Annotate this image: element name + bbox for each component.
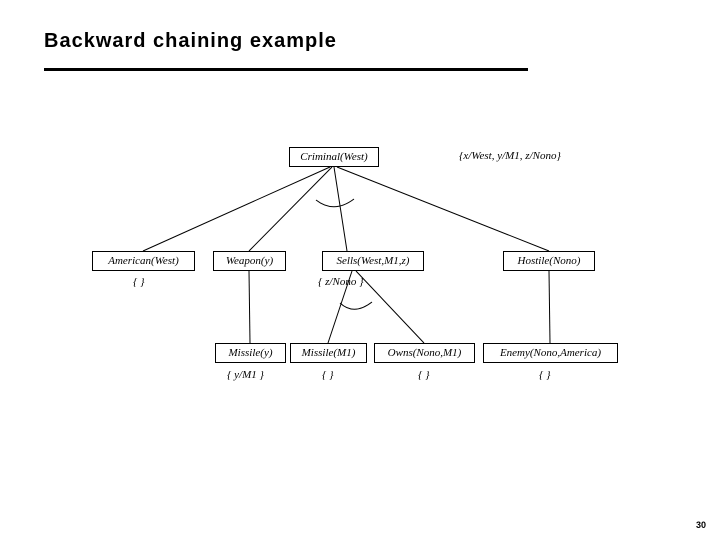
- binding-label-missile-m1-bind: { }: [322, 369, 334, 381]
- binding-label-owns-bind: { }: [418, 369, 430, 381]
- tree-edge-sells-to-owns: [355, 270, 425, 344]
- tree-node-label: Missile(M1): [301, 347, 356, 359]
- tree-node-label: Weapon(y): [225, 255, 274, 267]
- tree-node-sells: Sells(West,M1,z): [322, 251, 424, 271]
- tree-node-label: Enemy(Nono,America): [499, 347, 602, 359]
- tree-edge-hostile-to-enemy: [548, 270, 551, 344]
- tree-node-label: Owns(Nono,M1): [387, 347, 462, 359]
- tree-node-label: Sells(West,M1,z): [336, 255, 410, 267]
- tree-node-label: Hostile(Nono): [517, 255, 581, 267]
- criminal-arc: [315, 198, 355, 208]
- sells-arc: [339, 301, 373, 310]
- binding-label-root-binding: {x/West, y/M1, z/Nono}: [459, 150, 561, 162]
- tree-node-label: Missile(y): [228, 347, 273, 359]
- binding-label-sells-z: { z/Nono }: [318, 276, 364, 288]
- tree-node-criminal: Criminal(West): [289, 147, 379, 167]
- tree-node-enemy: Enemy(Nono,America): [483, 343, 618, 363]
- tree-node-weapon: Weapon(y): [213, 251, 286, 271]
- tree-node-label: Criminal(West): [300, 151, 368, 163]
- tree-node-missile-m1: Missile(M1): [290, 343, 367, 363]
- tree-edge-criminal-to-american: [142, 166, 331, 252]
- tree-node-label: American(West): [108, 255, 179, 267]
- binding-label-missile-y-bind: { y/M1 }: [227, 369, 264, 381]
- binding-label-enemy-bind: { }: [539, 369, 551, 381]
- title-underline: [44, 68, 528, 71]
- tree-edge-sells-to-missile-m1: [327, 270, 353, 344]
- tree-node-american: American(West): [92, 251, 195, 271]
- tree-edge-criminal-to-weapon: [248, 166, 333, 252]
- tree-edge-criminal-to-hostile: [336, 166, 550, 252]
- tree-node-missile-y: Missile(y): [215, 343, 286, 363]
- page-number: 30: [695, 520, 706, 530]
- tree-edge-criminal-to-sells: [333, 166, 348, 252]
- page-title: Backward chaining example: [44, 30, 337, 52]
- tree-edge-weapon-to-missile-y: [248, 270, 251, 344]
- binding-label-american-empty: { }: [133, 276, 145, 288]
- tree-node-hostile: Hostile(Nono): [503, 251, 595, 271]
- tree-node-owns: Owns(Nono,M1): [374, 343, 475, 363]
